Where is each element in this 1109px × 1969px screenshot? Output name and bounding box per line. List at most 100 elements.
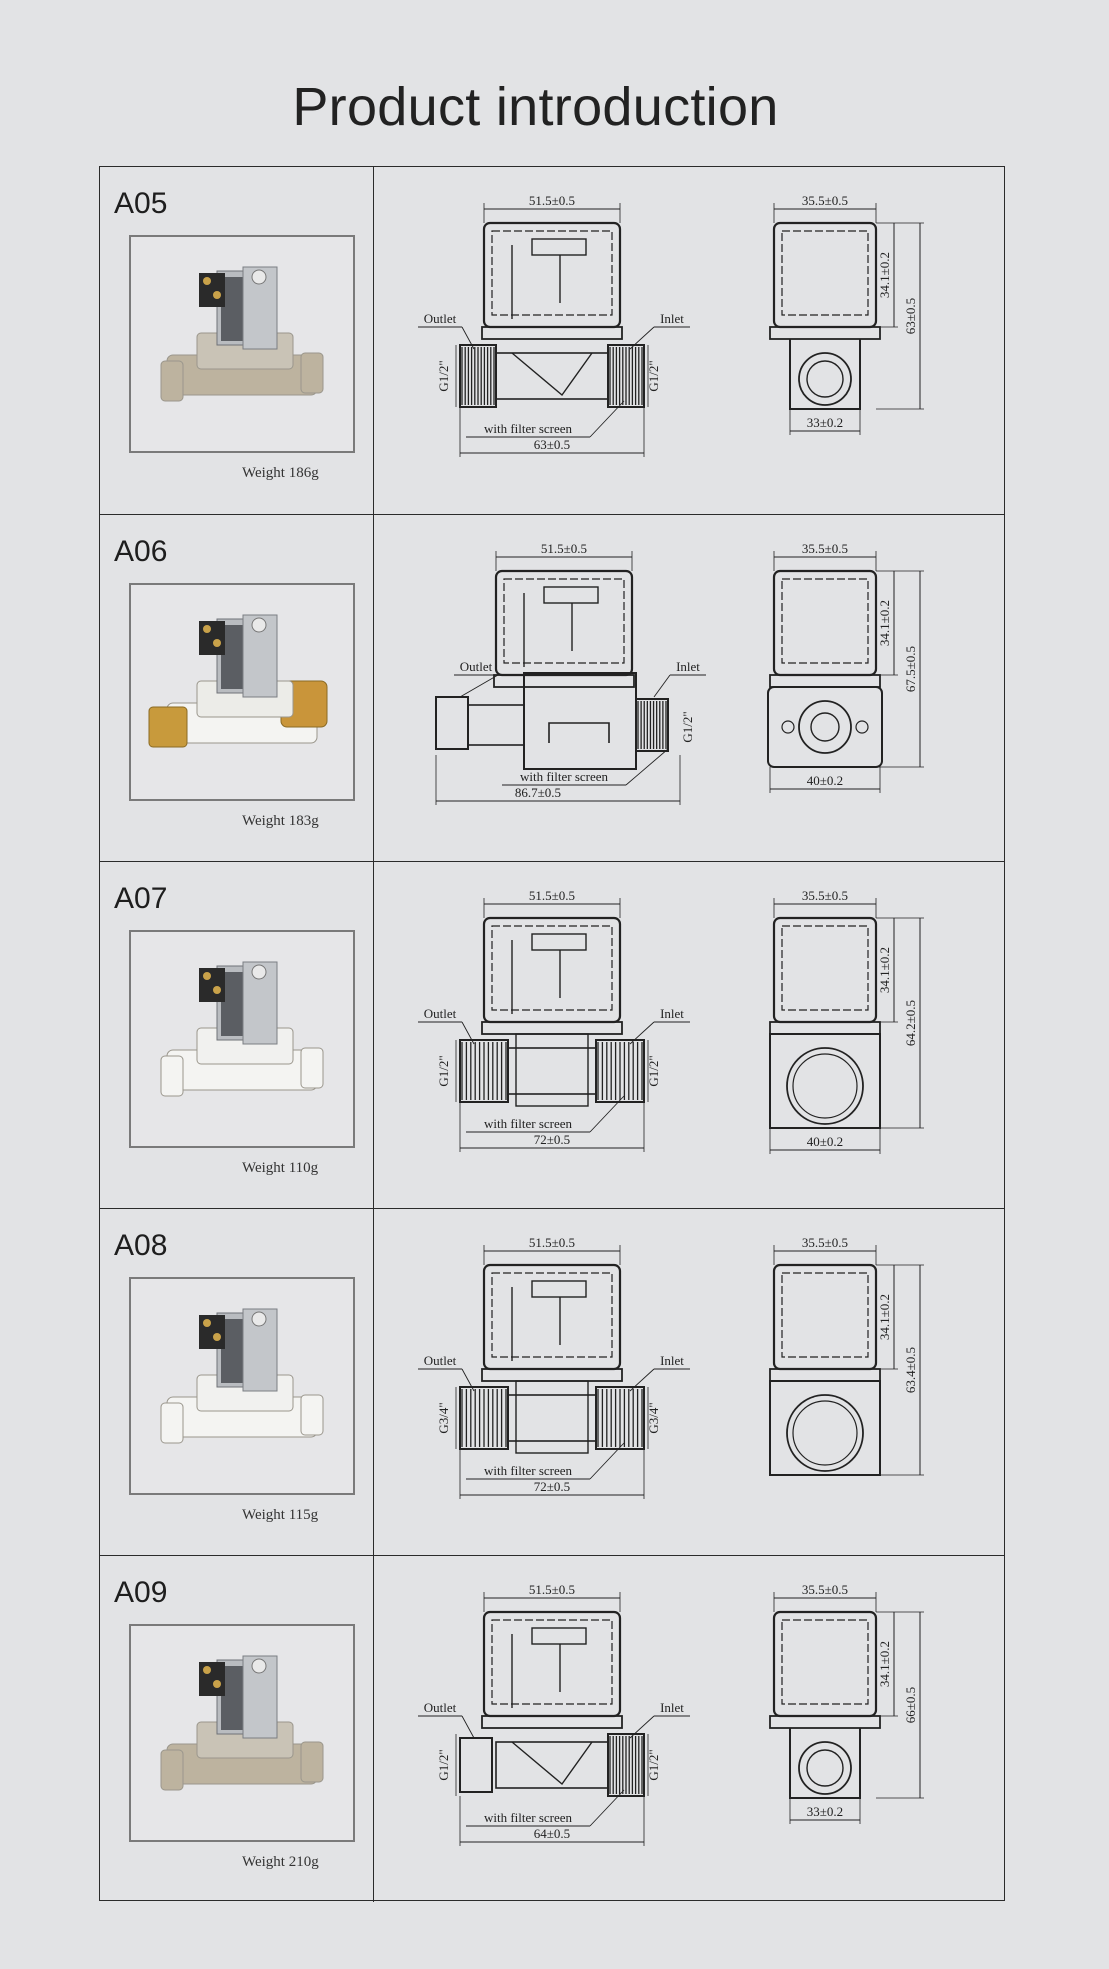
side-port [798, 1741, 852, 1795]
dim-top-width: 51.5±0.5 [529, 1582, 575, 1597]
dim-base-width: 40±0.2 [807, 1134, 843, 1149]
dim-thread-right: G1/2" [646, 1055, 661, 1086]
side-base-plate [769, 674, 881, 688]
dim-length: 63±0.5 [534, 437, 570, 452]
dim-side-width: 35.5±0.5 [802, 888, 848, 903]
dim-side-width: 35.5±0.5 [802, 193, 848, 208]
filter-screen [511, 1741, 593, 1786]
dim-coil-height: 34.1±0.2 [877, 1641, 892, 1687]
dim-base-width: 33±0.2 [807, 415, 843, 430]
valve-body [515, 1033, 589, 1107]
terminal-screw [203, 972, 211, 980]
product-photo [129, 235, 355, 453]
outlet-label: Outlet [424, 1700, 457, 1715]
side-coil-outline [772, 1610, 878, 1718]
side-base-plate [769, 1715, 881, 1729]
coil-inner [491, 1272, 613, 1358]
plunger-top [531, 1627, 587, 1645]
terminal-screw [213, 986, 221, 994]
dim-length: 86.7±0.5 [515, 785, 561, 800]
side-view: 35.5±0.534.1±0.267.5±0.540±0.2 [767, 541, 924, 793]
terminal-screw [203, 1666, 211, 1674]
pipe-end-right [300, 1741, 324, 1783]
side-view: 35.5±0.534.1±0.264.2±0.540±0.2 [769, 888, 924, 1154]
dim-top-width: 51.5±0.5 [541, 541, 587, 556]
dim-base-width: 40±0.2 [807, 773, 843, 788]
product-weight: Weight 186g [242, 465, 319, 481]
dim-length: 72±0.5 [534, 1479, 570, 1494]
filter-screen [511, 352, 593, 397]
filter-label: with filter screen [520, 769, 609, 784]
outlet-socket [459, 1737, 493, 1793]
side-port [798, 700, 852, 754]
outlet-nut [435, 696, 469, 750]
product-info-cell: A08 Weight 115g [100, 1209, 374, 1555]
valve-photo-graphic [160, 961, 324, 1097]
inlet-label: Inlet [660, 311, 684, 326]
pipe-center [495, 1741, 609, 1789]
inlet-label: Inlet [660, 1006, 684, 1021]
product-weight: Weight 115g [242, 1507, 319, 1523]
plunger-top [531, 1280, 587, 1298]
mount-hole [251, 617, 267, 633]
pipe-end-left [160, 1055, 184, 1097]
model-code: A05 [114, 187, 168, 220]
valve-photo-graphic [160, 266, 324, 402]
valve-photo-graphic [148, 614, 328, 748]
terminal-screw [213, 1333, 221, 1341]
side-coil-outline [772, 221, 878, 329]
mount-hole [251, 1658, 267, 1674]
dim-thread-right: G1/2" [680, 711, 695, 742]
pipe-end-left [160, 1402, 184, 1444]
dim-length: 64±0.5 [534, 1826, 570, 1841]
product-photo [129, 1624, 355, 1842]
dim-thread-right: G3/4" [646, 1402, 661, 1433]
pipe-center [507, 1394, 597, 1442]
pipe-end-right [300, 1047, 324, 1089]
dim-side-width: 35.5±0.5 [802, 1235, 848, 1250]
product-photo [129, 1277, 355, 1495]
dim-side-width: 35.5±0.5 [802, 541, 848, 556]
outlet-label: Outlet [424, 1006, 457, 1021]
dim-thread-left: G3/4" [436, 1402, 451, 1433]
dim-total-height: 64.2±0.5 [903, 1000, 918, 1046]
side-body [769, 1033, 881, 1129]
filter-label: with filter screen [484, 421, 573, 436]
dim-top-width: 51.5±0.5 [529, 193, 575, 208]
terminal-screw [203, 277, 211, 285]
dim-top-width: 51.5±0.5 [529, 1235, 575, 1250]
side-port [798, 352, 852, 406]
dim-thread-left: G1/2" [436, 1055, 451, 1086]
mount-hole [251, 269, 267, 285]
side-coil-outline [772, 916, 878, 1024]
dim-coil-height: 34.1±0.2 [877, 252, 892, 298]
side-coil-outline [772, 569, 878, 677]
side-base-plate [769, 1368, 881, 1382]
terminal-block [199, 273, 225, 307]
side-base-plate [769, 1021, 881, 1035]
side-base-plate [769, 326, 881, 340]
pipe-end-right [300, 1394, 324, 1436]
dim-base-width: 33±0.2 [807, 1804, 843, 1819]
side-body [767, 686, 883, 768]
model-code: A09 [114, 1576, 168, 1609]
side-coil-inner [781, 1272, 869, 1358]
outlet-label: Outlet [424, 311, 457, 326]
page-title: Product introduction [292, 77, 779, 137]
pipe-end-left [160, 1749, 184, 1791]
filter-label: with filter screen [484, 1116, 573, 1131]
coil-inner [491, 925, 613, 1011]
